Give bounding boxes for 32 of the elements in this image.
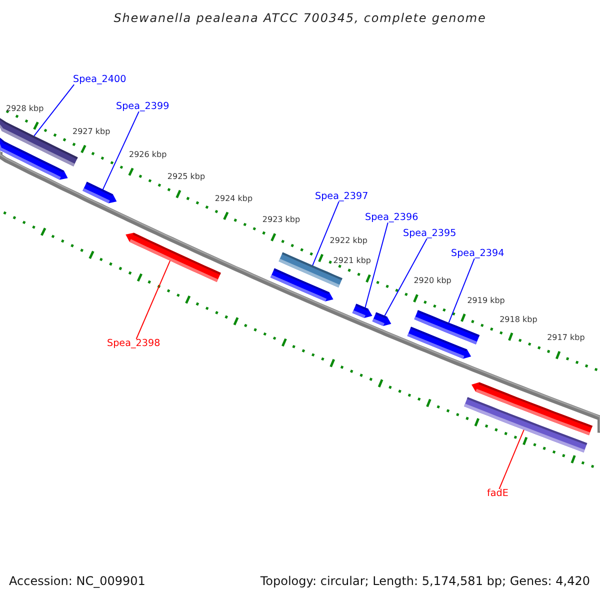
leader-line: [364, 222, 388, 308]
gene-block: [82, 182, 117, 204]
scale-label: 2920 kbp: [414, 277, 452, 286]
scale-label: 2921 kbp: [333, 257, 371, 266]
feature-bar: [414, 310, 480, 344]
map-title: Shewanella pealeana ATCC 700345, complete genome: [114, 12, 486, 24]
gene-block: [352, 304, 372, 318]
leader-line: [312, 201, 340, 266]
gene-label: fadE: [487, 489, 508, 499]
feature-bar: [464, 397, 588, 452]
scale-label: 2917 kbp: [547, 334, 585, 342]
gene-label: Spea_2395: [403, 229, 456, 239]
scale-label: 2923 kbp: [262, 216, 300, 224]
gene-label: Spea_2400: [73, 75, 126, 85]
gene-label: Spea_2399: [116, 102, 170, 112]
gene-label: Spea_2398: [107, 339, 160, 349]
scale-label: 2927 kbp: [72, 128, 110, 136]
leader-line: [384, 238, 428, 316]
leader-line: [448, 258, 475, 324]
genome-summary: Topology: circular; Length: 5,174,581 bp; Genes: 4,420: [260, 575, 590, 587]
gene-label: Spea_2396: [365, 213, 418, 223]
gene-label: Spea_2397: [315, 192, 368, 202]
gene-label: Spea_2394: [451, 249, 504, 259]
scale-label: 2918 kbp: [500, 316, 538, 324]
leader-line: [136, 260, 171, 340]
gene-block: [126, 232, 221, 282]
leader-line: [102, 111, 140, 190]
accession-text: Accession: NC_009901: [9, 575, 146, 587]
leader-line: [34, 84, 75, 136]
gene-block: [372, 312, 392, 326]
leader-line: [498, 429, 524, 490]
scale-label: 2925 kbp: [167, 173, 206, 182]
